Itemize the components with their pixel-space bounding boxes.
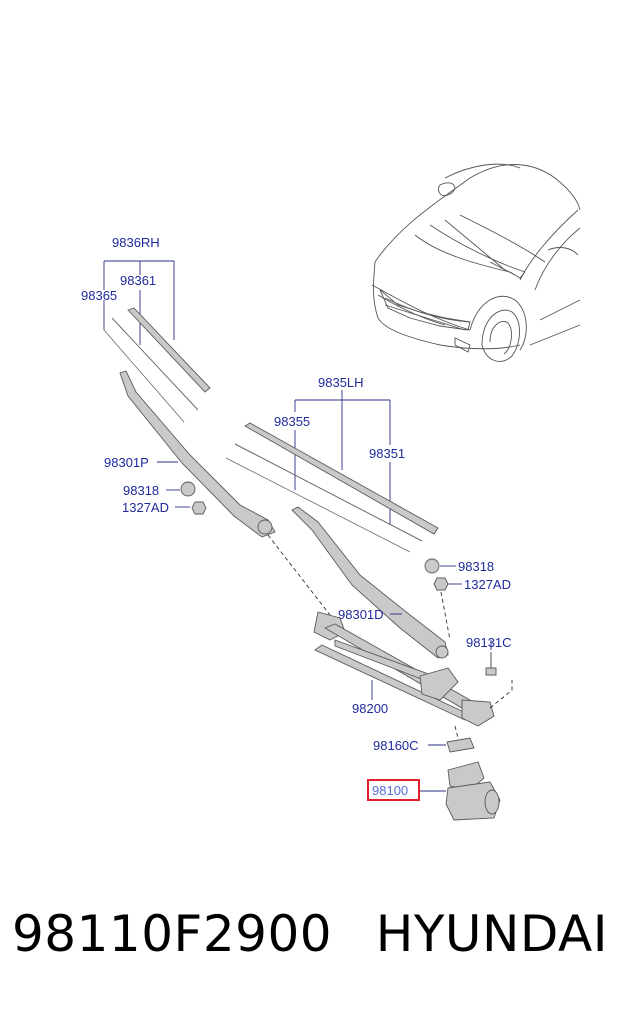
linkage-right-pivot xyxy=(461,699,495,727)
label-98100: 98100 xyxy=(372,783,408,798)
bolt xyxy=(485,667,497,676)
label-98160C: 98160C xyxy=(373,738,419,753)
cap-right xyxy=(424,558,440,574)
label-98351: 98351 xyxy=(369,446,405,461)
bolt-group: 98131C xyxy=(466,635,512,676)
nut-left xyxy=(191,501,207,515)
lh-wiper-blade xyxy=(244,422,439,535)
label-98131C: 98131C xyxy=(466,635,512,650)
arm-driver-group: 98301D 98318 1327AD xyxy=(291,506,511,659)
label-98318-right: 98318 xyxy=(458,559,494,574)
driver-arm-pivot xyxy=(435,645,449,659)
bracket-group: 98160C xyxy=(373,725,475,753)
passenger-arm-pivot xyxy=(257,519,273,535)
linkage-center-pivot xyxy=(419,667,459,701)
car-illustration xyxy=(371,163,581,362)
label-9835LH: 9835LH xyxy=(318,375,364,390)
cap-left xyxy=(180,481,196,497)
label-98355: 98355 xyxy=(274,414,310,429)
motor-group: 98100 xyxy=(367,761,501,821)
motor-highlight-box xyxy=(367,779,420,801)
brand-caption: HYUNDAI xyxy=(375,905,608,963)
label-98301D: 98301D xyxy=(338,607,384,622)
linkage-group: 98200 xyxy=(313,611,513,727)
wiper-motor xyxy=(445,781,501,821)
label-98318-left: 98318 xyxy=(123,483,159,498)
motor-end-cap xyxy=(484,789,500,815)
label-1327AD-right: 1327AD xyxy=(464,577,511,592)
rh-blade-group: 9836RH 98361 98365 xyxy=(81,235,211,423)
lh-blade-group: 9835LH 98355 98351 xyxy=(225,375,439,553)
bracket xyxy=(446,737,475,753)
label-98200: 98200 xyxy=(352,701,388,716)
driver-wiper-arm xyxy=(291,506,449,659)
label-98365: 98365 xyxy=(81,288,117,303)
nut-right xyxy=(433,577,449,591)
rh-wiper-blade xyxy=(127,307,211,393)
label-1327AD-left: 1327AD xyxy=(122,500,169,515)
label-98301P: 98301P xyxy=(104,455,149,470)
label-9836RH: 9836RH xyxy=(112,235,160,250)
label-98361: 98361 xyxy=(120,273,156,288)
arm-passenger-group: 98301P 98318 1327AD xyxy=(104,370,331,616)
wiper-exploded-diagram: 9836RH 98361 98365 9835LH 98355 98351 98… xyxy=(81,163,581,821)
part-number-caption: 98110F2900 xyxy=(12,905,333,963)
